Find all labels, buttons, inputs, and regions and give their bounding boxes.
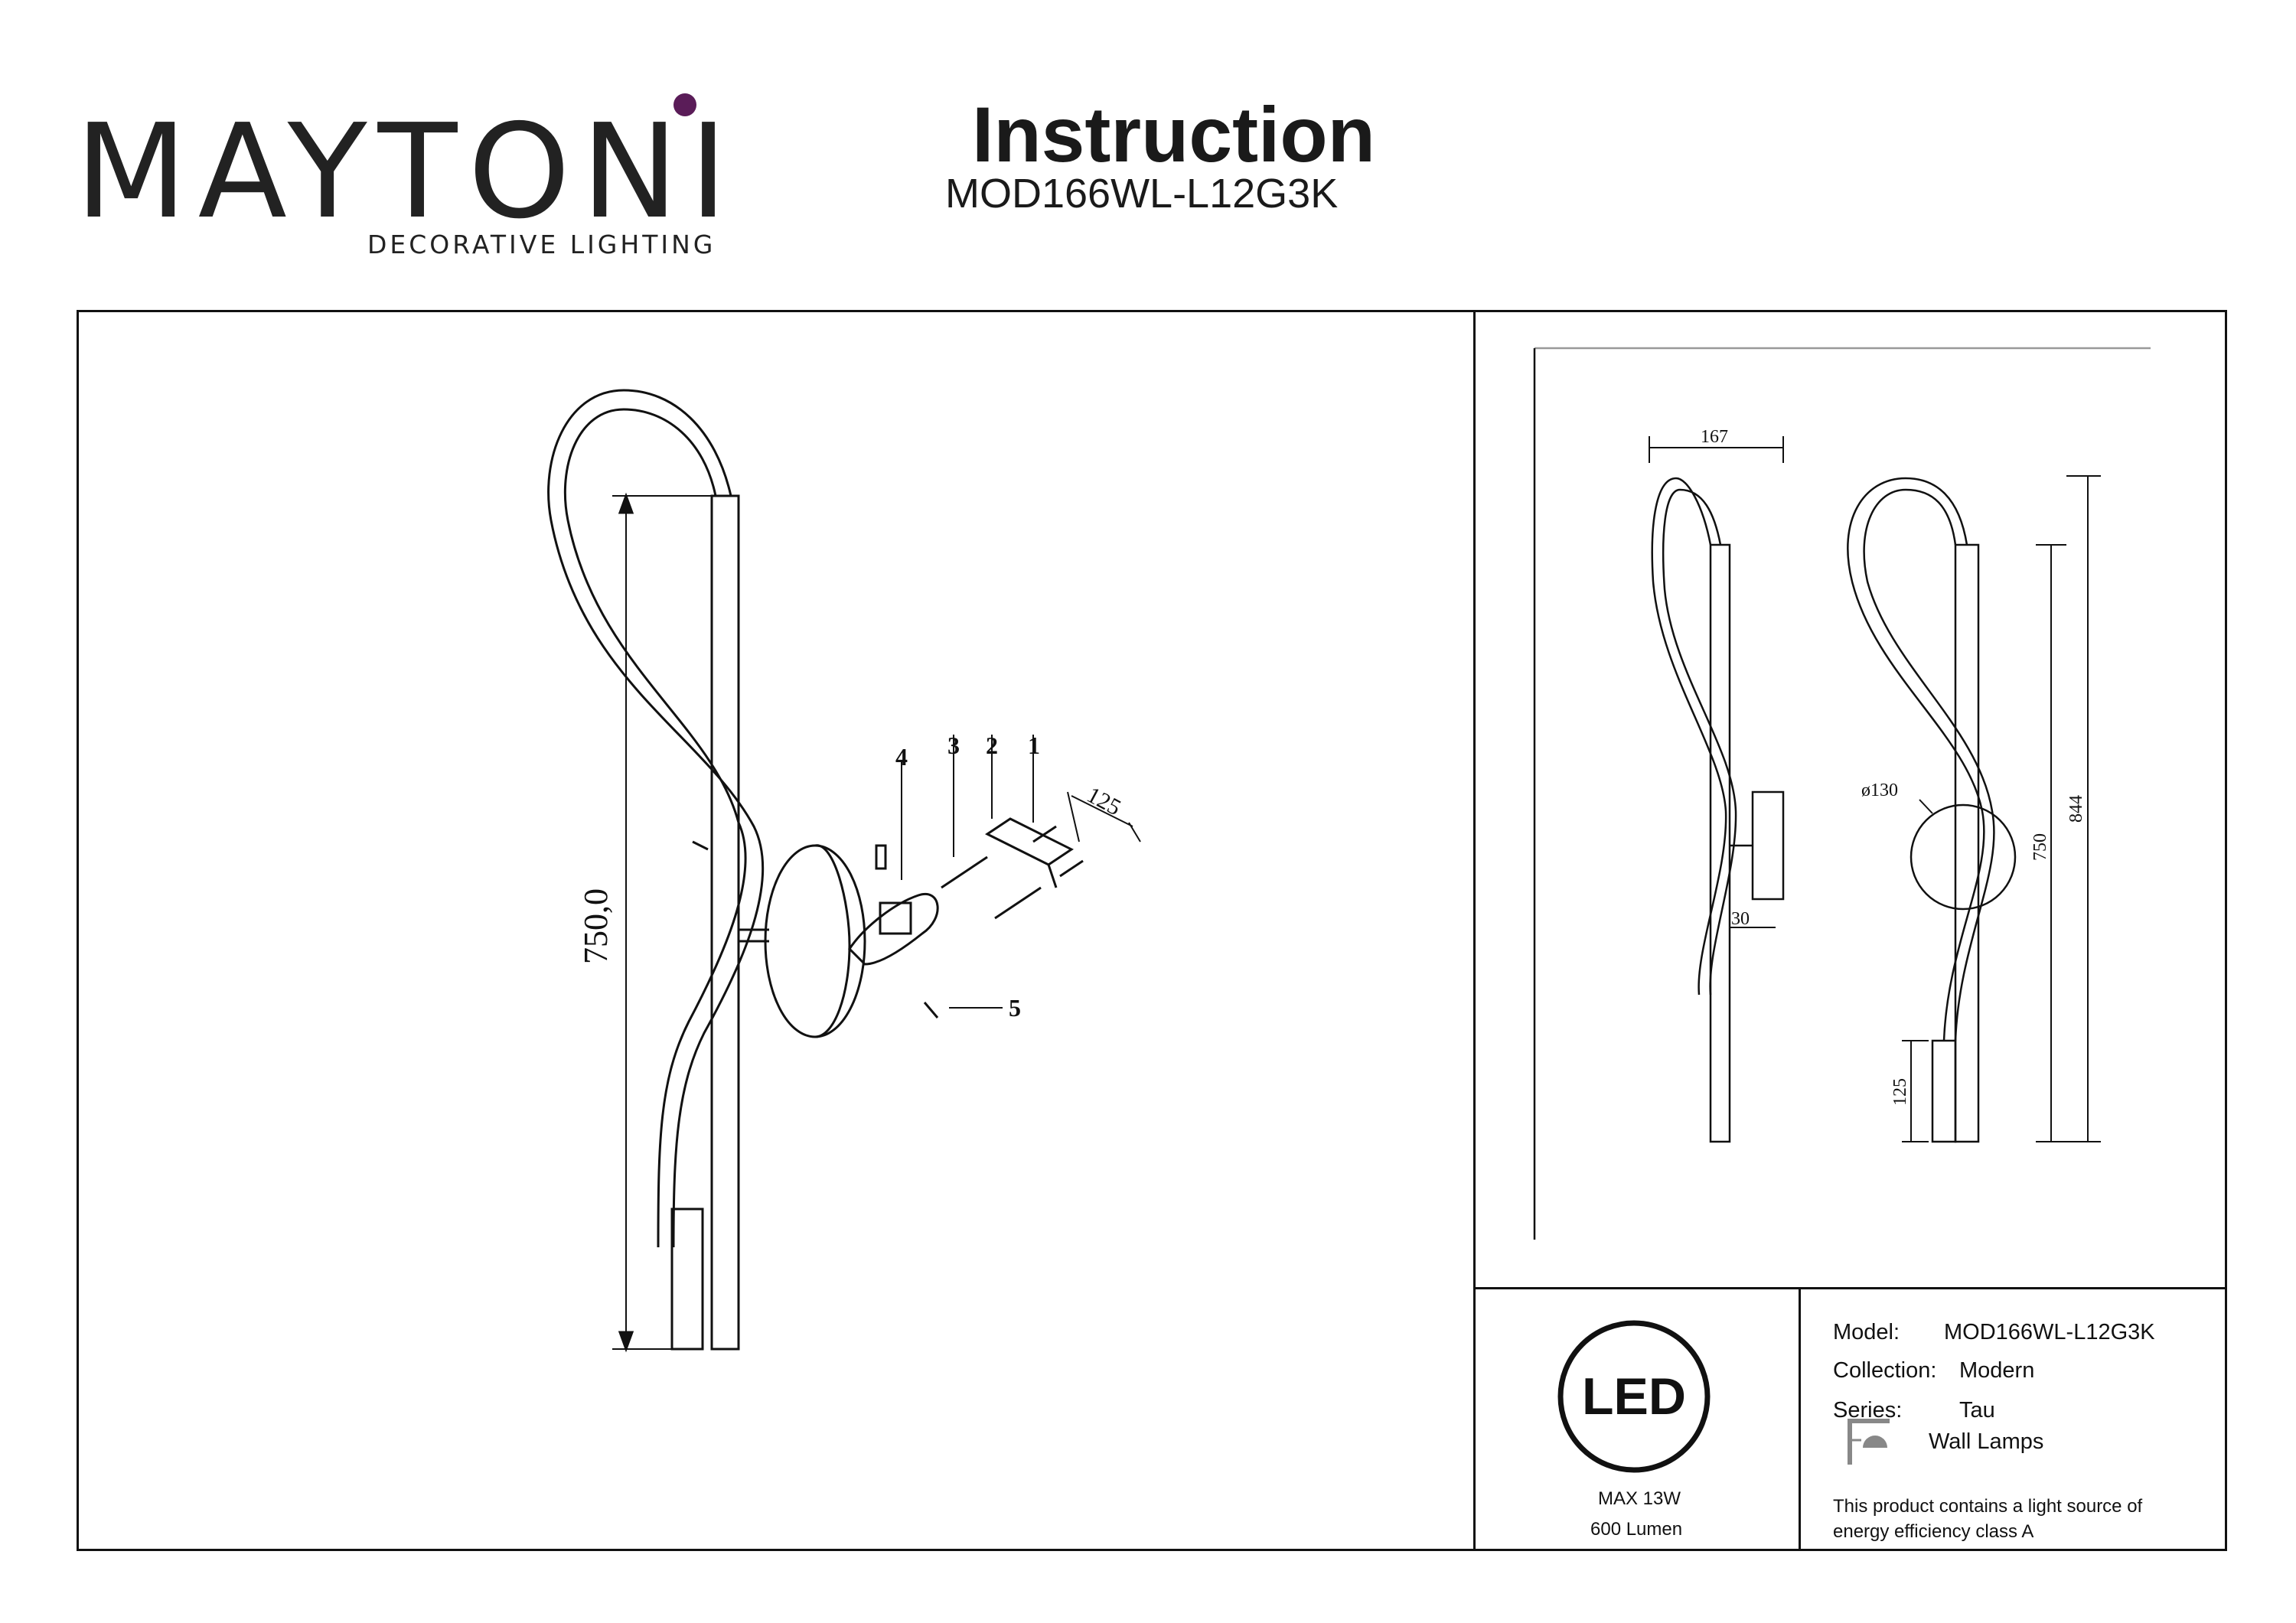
dimension-750: 750,0 (577, 888, 615, 964)
lamp-arm-curve (547, 389, 765, 1248)
side-view-arm (1651, 477, 1727, 996)
front-view-tube (1954, 543, 1980, 1143)
brand-logo-text: MAYTONI (75, 96, 739, 248)
spec-model-value: MOD166WL-L12G3K (1944, 1320, 2155, 1344)
front-view-arm (1847, 477, 1985, 1041)
part-label-2: 2 (986, 732, 998, 759)
energy-note-line1: This product contains a light source of (1833, 1496, 2143, 1517)
wall-lamp-icon (1848, 1419, 1890, 1465)
frame-divider-vertical (1473, 310, 1476, 1551)
spec-series-value: Tau (1959, 1398, 1995, 1423)
spec-type-value: Wall Lamps (1929, 1429, 2044, 1454)
height-total-dimension: 844 (2066, 795, 2086, 823)
frame-divider-horizontal (1473, 1287, 2227, 1289)
spec-collection-label: Collection: (1833, 1358, 1937, 1383)
spec-model-label: Model: (1833, 1320, 1900, 1344)
mounting-bracket (985, 817, 1074, 866)
lamp-lower-head (670, 1207, 704, 1351)
width-dimension: 167 (1701, 427, 1728, 447)
logo-accent-dot (673, 93, 696, 116)
front-view-base (1910, 803, 2017, 911)
model-subtitle: MOD166WL-L12G3K (945, 171, 1339, 217)
frame-divider-info (1799, 1287, 1801, 1551)
drawing-frame (77, 310, 2227, 1551)
led-power: MAX 13W (1598, 1488, 1681, 1509)
part-label-1: 1 (1028, 732, 1040, 759)
part-label-3: 3 (947, 732, 960, 759)
base-diameter-dimension: ø130 (1861, 781, 1898, 800)
brand-tagline: DECORATIVE LIGHTING (367, 230, 716, 259)
front-view-head (1931, 1039, 1957, 1143)
led-badge-label: LED (1582, 1367, 1686, 1426)
depth-dimension: 30 (1731, 909, 1750, 929)
side-view-base (1751, 790, 1785, 901)
led-lumen: 600 Lumen (1590, 1519, 1683, 1540)
part-label-4: 4 (895, 743, 908, 771)
lamp-vertical-tube (710, 494, 740, 1351)
height-inner-dimension: 750 (2030, 833, 2050, 861)
page-title: Instruction (972, 91, 1375, 178)
tube-length-dimension: 125 (1890, 1078, 1910, 1106)
part-label-5: 5 (1009, 994, 1021, 1022)
spec-collection-value: Modern (1959, 1358, 2035, 1383)
side-view-tube (1709, 543, 1731, 1143)
energy-note-line2: energy efficiency class A (1833, 1521, 2034, 1542)
spec-series-label: Series: (1833, 1398, 1903, 1423)
led-badge-icon: LED (1557, 1320, 1711, 1473)
